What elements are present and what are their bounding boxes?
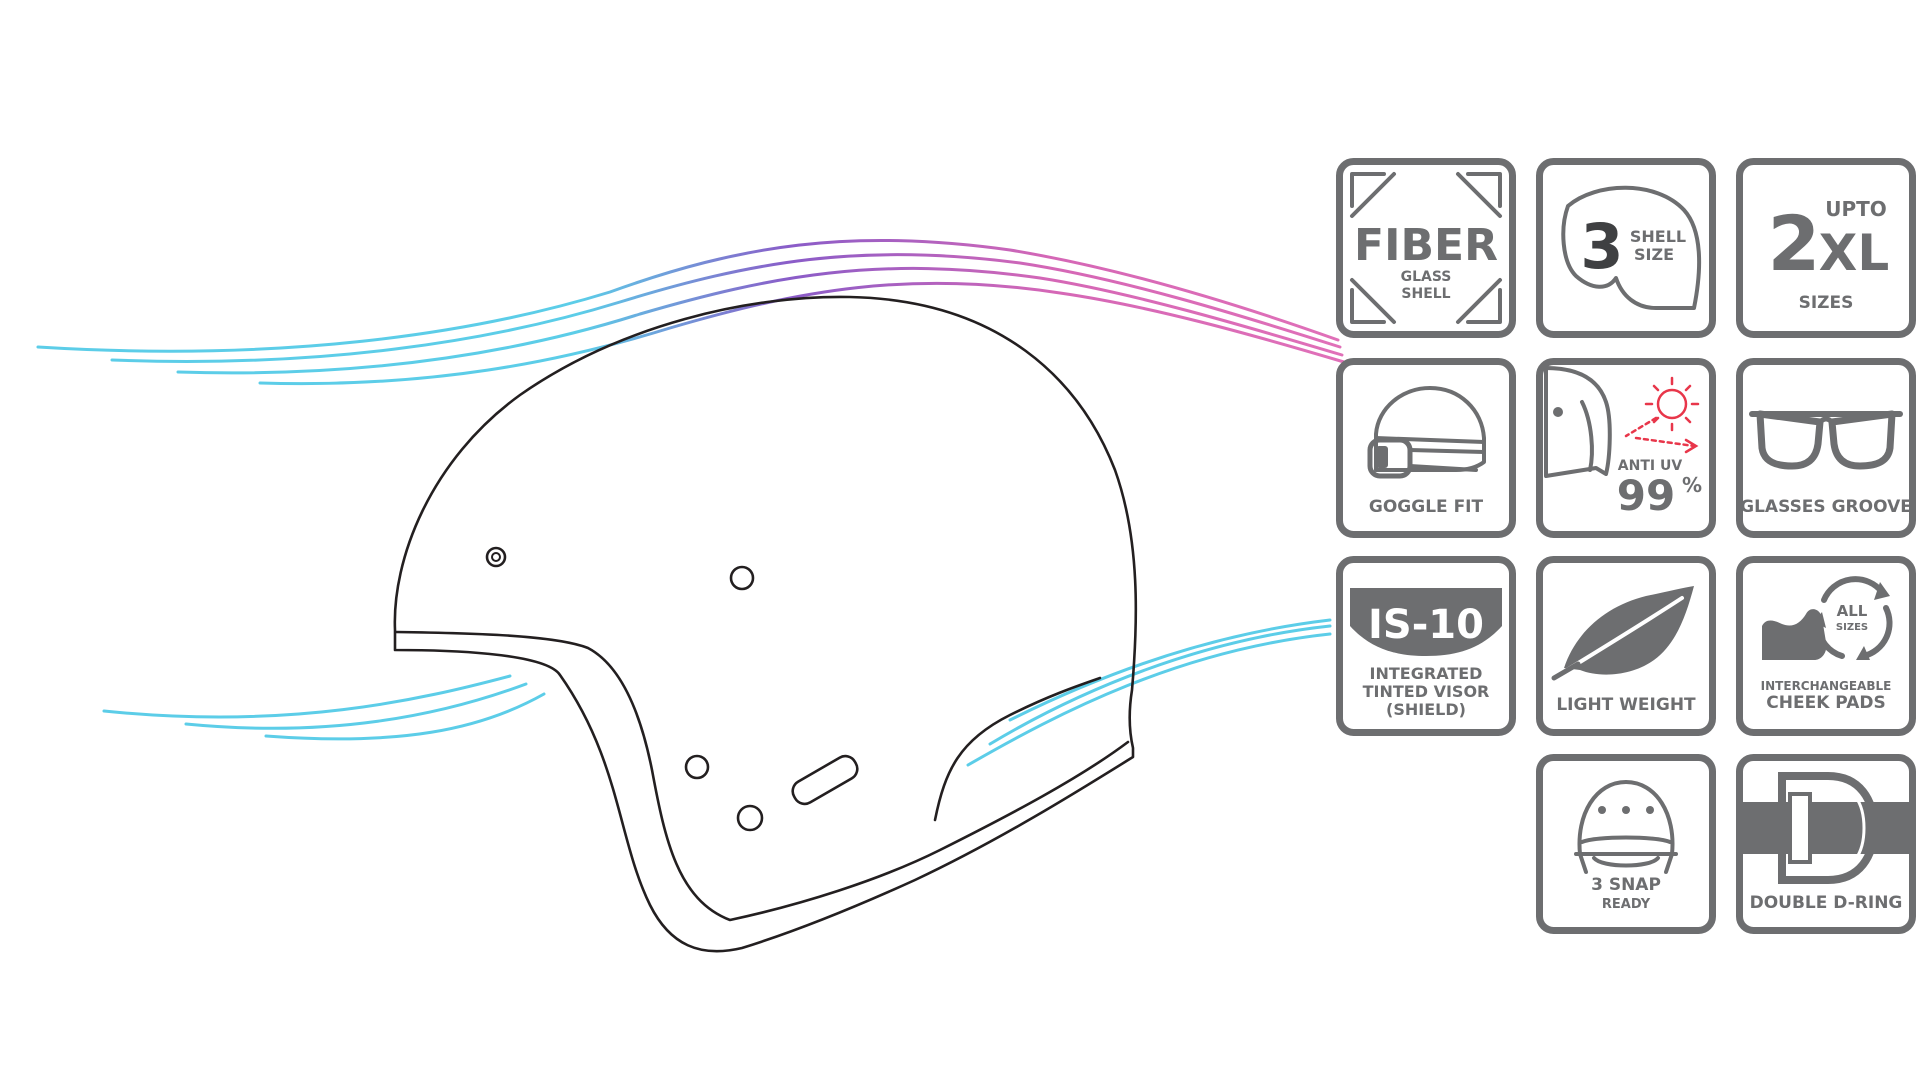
helmet-illustration <box>393 295 1138 953</box>
feature-tile-cheek-pads: ALL SIZES INTERCHANGEABLE CHEEK PADS <box>1736 556 1916 736</box>
snap-bottom <box>736 804 764 832</box>
feature-tile-d-ring: DOUBLE D-RING <box>1736 754 1916 934</box>
helmet-rear-seam <box>933 676 1102 822</box>
snap-top <box>729 565 755 591</box>
glasses-icon <box>1749 410 1903 470</box>
glasses-groove-label: GLASSES GROOVE <box>1740 497 1912 517</box>
fiber-line2: SHELL <box>1401 286 1450 302</box>
cheek-pads-line2: CHEEK PADS <box>1766 693 1885 713</box>
anti-uv-value: 99 <box>1617 471 1675 520</box>
sizes-label: SIZES <box>1799 293 1854 313</box>
corner-bracket-icon <box>1350 172 1502 324</box>
cheek-pads-badge1: ALL <box>1837 602 1868 620</box>
sizes-big-number: 2 <box>1768 199 1821 288</box>
d-ring-icon <box>1742 772 1910 884</box>
helmet-rim-line <box>394 630 1130 922</box>
anti-uv-unit: % <box>1682 473 1702 497</box>
visor-line3: (SHIELD) <box>1386 700 1466 719</box>
feature-tile-light-weight: LIGHT WEIGHT <box>1536 556 1716 736</box>
feature-tile-glasses-groove: GLASSES GROOVE <box>1736 358 1916 538</box>
feature-tile-anti-uv: ANTI UV 99 % <box>1536 358 1716 538</box>
cheek-pads-line1: INTERCHANGEABLE <box>1761 679 1892 693</box>
cheek-pad-icon <box>1762 609 1827 660</box>
d-ring-label: DOUBLE D-RING <box>1750 893 1903 913</box>
feature-tile-shell-size: 3 SHELL SIZE <box>1536 158 1716 338</box>
shell-size-number: 3 <box>1580 210 1623 283</box>
visor-badge: IS-10 <box>1368 602 1484 648</box>
shell-size-line2: SIZE <box>1634 245 1674 264</box>
fiber-line1: GLASS <box>1401 269 1452 285</box>
goggle-fit-label: GOGGLE FIT <box>1369 497 1484 517</box>
visor-line1: INTEGRATED <box>1370 664 1483 683</box>
feature-tile-snap: 3 SNAP READY <box>1536 754 1716 934</box>
helmet-front-icon <box>1574 780 1678 874</box>
snap-lower <box>684 754 710 780</box>
cheek-pads-badge2: SIZES <box>1836 622 1868 633</box>
feature-tile-goggle-fit: GOGGLE FIT <box>1336 358 1516 538</box>
visor-screw-icon <box>485 546 507 568</box>
visor-icon <box>1350 588 1502 656</box>
fiber-title: FIBER <box>1354 220 1498 271</box>
helmet-shell-icon <box>1561 185 1702 310</box>
wind-lines-top <box>36 238 1346 386</box>
helmet-shell-outline <box>393 295 1138 953</box>
visor-line2: TINTED VISOR <box>1363 682 1490 701</box>
ear-vent <box>791 754 859 806</box>
snap-line1: 3 SNAP <box>1591 875 1661 895</box>
feature-tile-visor: IS-10 INTEGRATED TINTED VISOR (SHIELD) <box>1336 556 1516 736</box>
feature-tile-fiber: FIBER GLASS SHELL <box>1336 158 1516 338</box>
sizes-prefix: UPTO <box>1825 197 1887 221</box>
refresh-arrows-icon <box>1815 576 1893 659</box>
wind-lines-bottom-left <box>102 674 546 741</box>
sizes-suffix: XL <box>1819 224 1889 282</box>
helmet-visor-side-icon <box>1544 366 1612 478</box>
feature-tile-sizes: 2 UPTO XL SIZES <box>1736 158 1916 338</box>
snap-line2: READY <box>1602 897 1651 912</box>
sun-icon <box>1624 376 1700 454</box>
helmet-goggle-icon <box>1367 386 1486 479</box>
wind-lines-bottom-right <box>966 618 1332 767</box>
shell-size-line1: SHELL <box>1630 227 1686 246</box>
anti-uv-line1: ANTI UV <box>1618 458 1683 474</box>
light-weight-label: LIGHT WEIGHT <box>1556 695 1696 715</box>
leaf-icon <box>1551 586 1694 681</box>
